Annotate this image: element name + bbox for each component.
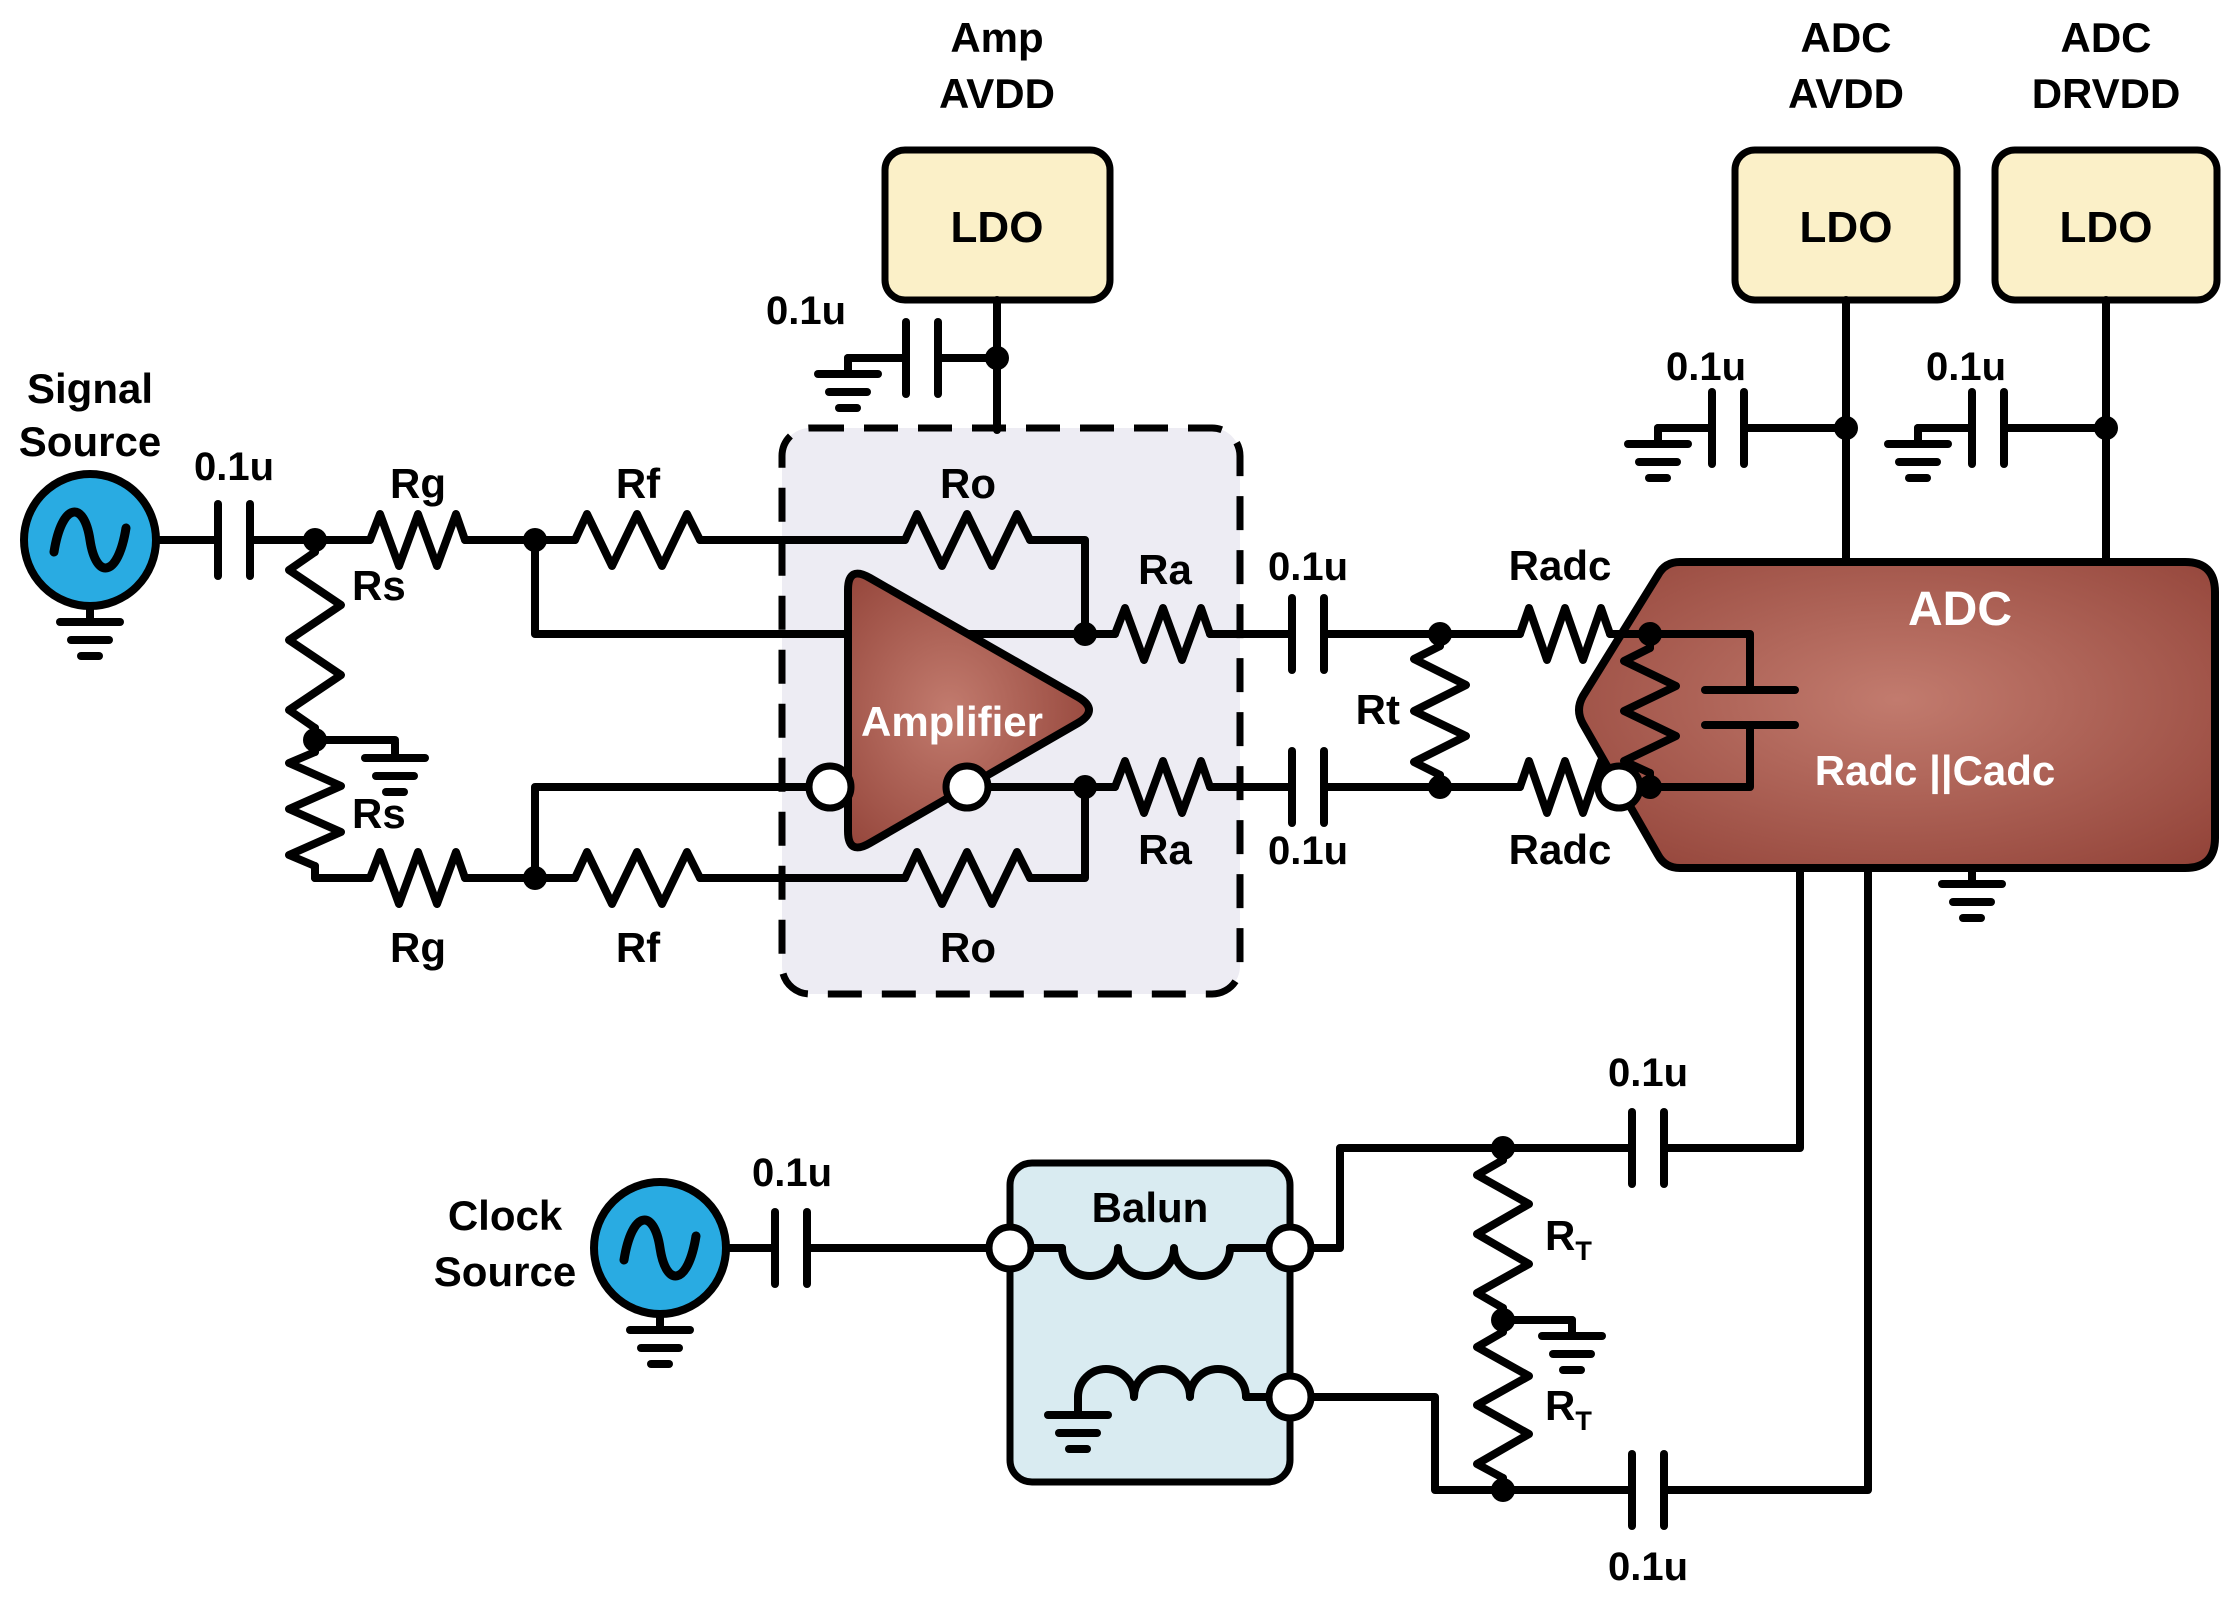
- adc-block: [1575, 558, 2219, 872]
- rg-top-label: Rg: [390, 460, 446, 507]
- signal-source-label-1: Signal: [27, 365, 153, 412]
- resistor-radc-top: [1516, 604, 1614, 664]
- adc-avdd-rail-label-1: ADC: [1801, 14, 1892, 61]
- balun-label: Balun: [1092, 1184, 1209, 1231]
- amp-avdd-rail-label-1: Amp: [950, 14, 1043, 61]
- ro-top-label: Ro: [940, 460, 996, 507]
- resistor-rf-bottom: [571, 848, 704, 908]
- rt-mid-ground-icon: [1542, 1320, 1602, 1370]
- balun-output-top-terminal: [1265, 1223, 1315, 1273]
- adc-internal-label: Radc ||Cadc: [1815, 747, 2056, 795]
- rs-bottom-label: Rs: [352, 790, 406, 837]
- ra-bottom-label: Ra: [1138, 826, 1192, 873]
- amp-avdd-ldo-label: LDO: [951, 203, 1044, 252]
- clock-cap-bottom-label: 0.1u: [1608, 1545, 1688, 1589]
- clock-cap-bottom: [1628, 1450, 1668, 1530]
- coupling-cap-bottom-label: 0.1u: [1268, 829, 1348, 873]
- rf-bottom-label: Rf: [616, 924, 661, 971]
- adc-input-terminal: [1594, 762, 1644, 812]
- ra-top-label: Ra: [1138, 546, 1192, 593]
- signal-source-label-2: Source: [19, 418, 161, 465]
- resistor-rt-term-top: [1473, 1156, 1533, 1312]
- amp-output-terminal: [942, 762, 992, 812]
- junction-dots: [303, 346, 2118, 1502]
- coupling-cap-bottom: [1288, 747, 1328, 827]
- clock-cap-top: [1628, 1108, 1668, 1188]
- adc-drvdd-cap-label: 0.1u: [1926, 345, 2006, 389]
- ro-bottom-label: Ro: [940, 924, 996, 971]
- coupling-cap-top-label: 0.1u: [1268, 545, 1348, 589]
- resistor-ra-bottom: [1111, 757, 1214, 817]
- clock-cap-top-label: 0.1u: [1608, 1051, 1688, 1095]
- resistor-rg-top: [366, 510, 469, 570]
- balun-input-terminal: [985, 1223, 1035, 1273]
- amplifier-block: [844, 569, 1093, 852]
- rf-top-label: Rf: [616, 460, 661, 507]
- resistor-ro-top: [901, 510, 1034, 570]
- amplifier-label: Amplifier: [861, 698, 1043, 745]
- rs-mid-ground-icon: [365, 742, 425, 792]
- radc-top-label: Radc: [1509, 542, 1612, 589]
- rt-label: Rt: [1356, 686, 1400, 733]
- wires-and-passives: [20, 296, 2110, 1530]
- adc-drvdd-rail-label-2: DRVDD: [2032, 70, 2181, 117]
- resistor-ro-bottom: [901, 848, 1034, 908]
- radc-bottom-label: Radc: [1509, 826, 1612, 873]
- resistor-rs-bottom: [285, 748, 345, 870]
- amp-inverting-input-terminal: [805, 762, 855, 812]
- adc-drvdd-ldo-label: LDO: [2060, 203, 2153, 252]
- adc-avdd-rail-label-2: AVDD: [1788, 70, 1904, 117]
- amp-avdd-rail-label-2: AVDD: [939, 70, 1055, 117]
- resistor-rg-bottom: [366, 848, 469, 908]
- adc-label: ADC: [1908, 583, 2012, 636]
- adc-drvdd-rail-label-1: ADC: [2061, 14, 2152, 61]
- clock-source-label-2: Source: [434, 1248, 576, 1295]
- rt-term-top-label: RT: [1545, 1212, 1592, 1266]
- resistor-rt: [1410, 642, 1470, 779]
- rg-bottom-label: Rg: [390, 924, 446, 971]
- resistor-rt-term-bottom: [1473, 1328, 1533, 1482]
- resistor-ra-top: [1111, 604, 1214, 664]
- signal-source-icon: [20, 470, 160, 656]
- clock-cap-label: 0.1u: [752, 1151, 832, 1195]
- clock-source-label-1: Clock: [448, 1192, 563, 1239]
- amp-avdd-cap-label: 0.1u: [766, 289, 846, 333]
- adc-avdd-rail: [1628, 296, 1850, 566]
- rt-term-bottom-label: RT: [1545, 1382, 1592, 1436]
- balun-output-bottom-terminal: [1265, 1372, 1315, 1422]
- coupling-cap-top: [1288, 594, 1328, 674]
- input-coupling-cap: [214, 500, 254, 580]
- clock-input-cap: [771, 1208, 811, 1288]
- resistor-rf-top: [571, 510, 704, 570]
- resistor-rs-top: [285, 548, 345, 732]
- input-cap-label: 0.1u: [194, 445, 274, 489]
- adc-avdd-cap-label: 0.1u: [1666, 345, 1746, 389]
- adc-avdd-ldo-label: LDO: [1800, 203, 1893, 252]
- adc-drvdd-rail: [1888, 296, 2110, 566]
- clock-source-icon: [590, 1178, 730, 1364]
- rs-top-label: Rs: [352, 562, 406, 609]
- adc-ground-icon: [1942, 868, 2002, 918]
